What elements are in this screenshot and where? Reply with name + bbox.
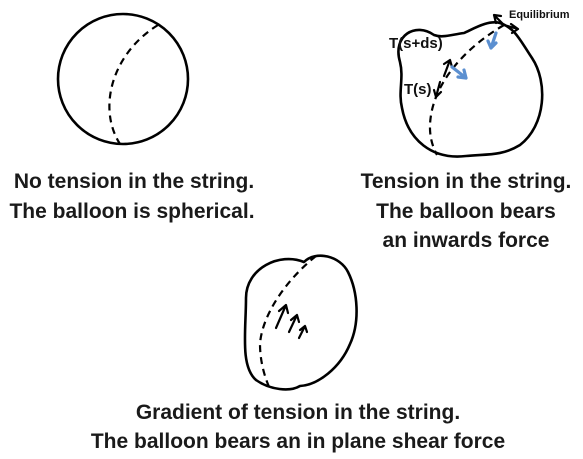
- inward-force-arrow-middle: [450, 65, 468, 80]
- string-dashed-path: [258, 255, 317, 390]
- string-dashed-path: [108, 24, 159, 145]
- panel-gradient: [243, 254, 358, 391]
- label-tension-bottom: T(s): [404, 81, 432, 98]
- string-dashed-path: [428, 24, 505, 156]
- caption-tension-line3: an inwards force: [383, 229, 550, 252]
- caption-no-tension-line2: The balloon is spherical.: [9, 200, 254, 223]
- label-equilibrium: Equilibrium: [509, 9, 570, 21]
- balloon-sheared-outline: [243, 254, 358, 391]
- tension-arrows: [432, 58, 454, 99]
- caption-no-tension-line1: No tension in the string.: [14, 170, 254, 193]
- caption-tension-line1: Tension in the string.: [361, 170, 572, 193]
- label-tension-top: T(s+ds): [389, 35, 443, 52]
- equilibrium-arrows: [492, 13, 520, 35]
- panel-no-tension: [56, 12, 190, 146]
- balloon-spherical-outline: [56, 12, 190, 146]
- caption-gradient-line2: The balloon bears an in plane shear forc…: [91, 430, 505, 453]
- shear-arrow-small: [297, 324, 309, 340]
- equilibrium-arrow-left: [492, 13, 506, 27]
- inward-force-arrow-top: [486, 31, 498, 50]
- caption-gradient-line1: Gradient of tension in the string.: [136, 401, 460, 424]
- tension-arrow-down: [432, 80, 443, 99]
- shear-arrow-large: [274, 303, 290, 330]
- caption-tension-line2: The balloon bears: [376, 200, 556, 223]
- balloon-indented-outline: [397, 21, 544, 158]
- equilibrium-arrow-right: [502, 22, 520, 35]
- panel-tension: [397, 13, 544, 158]
- shear-arrow-medium: [287, 313, 301, 334]
- shear-force-arrows: [274, 303, 309, 340]
